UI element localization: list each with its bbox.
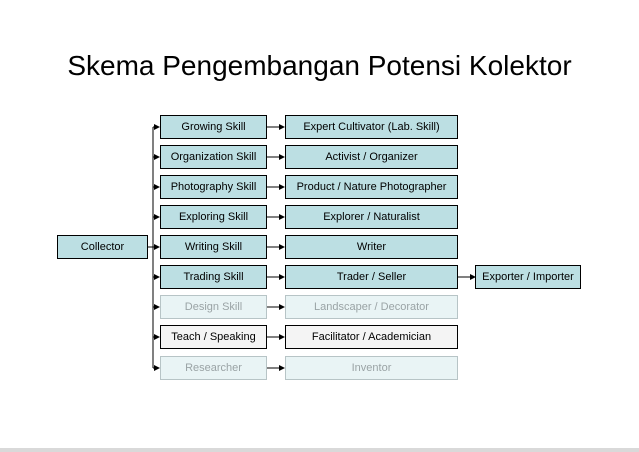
collector-node: Collector (57, 235, 148, 259)
diagram-title: Skema Pengembangan Potensi Kolektor (67, 50, 572, 81)
skill-connectors (153, 124, 160, 371)
role-node-explorer: Explorer / Naturalist (285, 205, 458, 229)
role-node-trader: Trader / Seller (285, 265, 458, 289)
exporter-node: Exporter / Importer (475, 265, 581, 289)
skill-node-teach-speaking: Teach / Speaking (160, 325, 267, 349)
skill-node-growing: Growing Skill (160, 115, 267, 139)
skill-node-exploring: Exploring Skill (160, 205, 267, 229)
role-node-facilitator: Facilitator / Academician (285, 325, 458, 349)
role-node-activist: Activist / Organizer (285, 145, 458, 169)
role-node-writer: Writer (285, 235, 458, 259)
skill-node-trading: Trading Skill (160, 265, 267, 289)
skill-node-organization: Organization Skill (160, 145, 267, 169)
role-connectors (267, 124, 285, 371)
skill-node-photography: Photography Skill (160, 175, 267, 199)
role-node-landscaper: Landscaper / Decorator (285, 295, 458, 319)
skill-node-researcher: Researcher (160, 356, 267, 380)
role-node-expert-cultivator: Expert Cultivator (Lab. Skill) (285, 115, 458, 139)
skill-node-design: Design Skill (160, 295, 267, 319)
role-node-inventor: Inventor (285, 356, 458, 380)
skill-node-writing: Writing Skill (160, 235, 267, 259)
role-node-photographer: Product / Nature Photographer (285, 175, 458, 199)
bottom-divider (0, 448, 639, 452)
